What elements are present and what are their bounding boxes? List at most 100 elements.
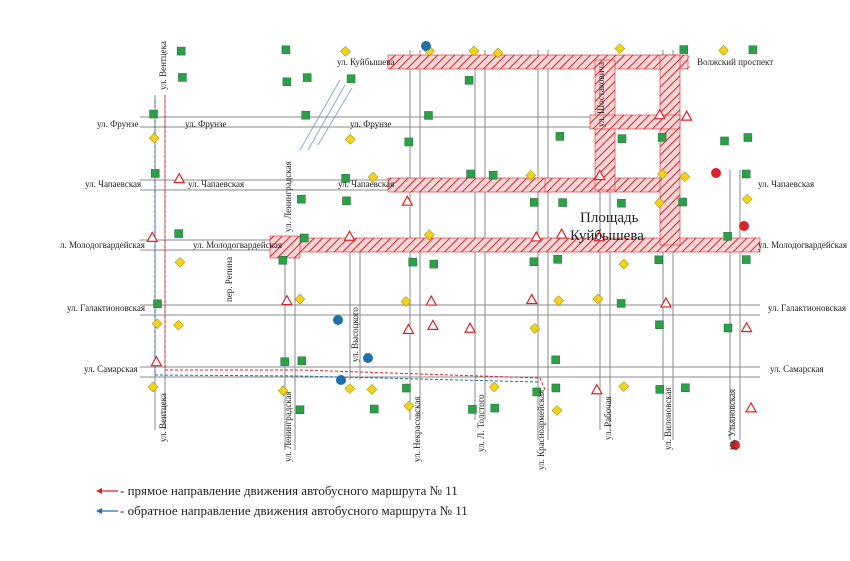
route-direct-line <box>164 95 546 391</box>
label-ulyanovskaya: ул. Ульяновская <box>727 389 737 450</box>
direction-sign-icon <box>748 45 758 54</box>
main-road-sign-icon <box>488 381 500 393</box>
label-volzhsky: Волжский проспект <box>697 57 773 67</box>
direction-sign-icon <box>723 323 733 333</box>
warning-sign-icon <box>680 109 693 121</box>
direction-sign-icon <box>488 171 498 180</box>
main-road-sign-icon <box>340 46 351 57</box>
hatched-zones <box>269 54 761 259</box>
direction-sign-icon <box>616 299 626 308</box>
direction-sign-icon <box>295 405 305 414</box>
label-galaktion-left: ул. Галактионовская <box>67 303 145 313</box>
direction-sign-icon <box>178 73 187 82</box>
main-road-sign-icon <box>367 171 379 183</box>
label-tolstogo: ул. Л. Толстого <box>476 394 486 452</box>
label-samarskaya-right: ул. Самарская <box>770 364 824 374</box>
main-road-sign-icon <box>147 381 159 393</box>
main-road-sign-icon <box>718 45 729 56</box>
hatched-zone <box>659 54 681 246</box>
legend-item-reverse: - обратное направление движения автобусн… <box>96 503 468 518</box>
hatched-zone <box>387 54 689 70</box>
direction-sign-icon <box>278 256 288 265</box>
warning-sign-icon <box>659 296 672 308</box>
main-road-sign-icon <box>344 134 356 145</box>
direction-sign-icon <box>300 233 309 243</box>
warning-sign-icon <box>464 322 477 333</box>
direction-sign-icon <box>617 198 626 208</box>
street-labels: ул. Куйбышева Волжский проспект ул. Фрун… <box>60 41 847 470</box>
warning-sign-icon <box>745 401 758 413</box>
warning-sign-icon <box>426 319 439 330</box>
main-road-sign-icon <box>592 293 604 305</box>
warning-sign-icon <box>590 383 603 395</box>
square-label-line1: Площадь <box>580 210 639 226</box>
main-road-sign-icon <box>529 322 541 334</box>
direction-sign-icon <box>346 74 356 83</box>
label-frunze-mid: ул. Фрунзе <box>350 119 391 129</box>
main-road-sign-icon <box>679 171 691 183</box>
hatched-zone <box>387 177 549 193</box>
square-label: Площадь Куйбышева <box>570 210 644 244</box>
direction-sign-icon <box>429 259 439 269</box>
direction-sign-icon <box>741 169 751 179</box>
label-galaktion-right: ул. Галактионовская <box>768 303 846 313</box>
direction-sign-icon <box>404 137 413 147</box>
label-nekrasovskaya: ул. Некрасовская <box>412 396 422 462</box>
main-road-sign-icon <box>468 45 480 57</box>
warning-sign-icon <box>740 321 753 333</box>
main-road-sign-icon <box>277 385 289 397</box>
direction-sign-icon <box>490 403 500 413</box>
label-vysotskogo: ул. Высоцкого <box>350 307 360 362</box>
direction-sign-icon <box>555 132 565 141</box>
direction-sign-icon <box>281 45 291 55</box>
warning-sign-icon <box>555 227 568 239</box>
label-chapaevskaya-right: ул. Чапаевская <box>758 179 814 189</box>
direction-sign-icon <box>742 255 751 264</box>
direction-sign-icon <box>558 198 567 207</box>
direction-sign-icon <box>408 257 417 267</box>
warning-sign-icon <box>173 172 186 184</box>
direction-sign-icon <box>551 355 560 365</box>
direction-sign-icon <box>655 320 664 330</box>
label-molodogvard-left: л. Молодогвардейская <box>60 240 145 250</box>
label-rabochaya: ул. Рабочая <box>603 396 613 440</box>
legend-arrowhead-reverse <box>96 508 102 514</box>
direction-sign-icon <box>743 133 753 142</box>
warning-sign-icon <box>150 355 163 367</box>
label-chapaevskaya-left2: ул. Чапаевская <box>188 179 244 189</box>
label-krasnoarm: ул. Красноармейская <box>536 390 546 470</box>
label-shostakovicha: ул. Шостаковича <box>596 62 606 127</box>
no-entry-sign-icon <box>730 440 740 450</box>
direction-sign-icon <box>657 133 667 142</box>
direction-sign-icon <box>342 196 351 206</box>
main-road-sign-icon <box>294 293 306 305</box>
direction-sign-icon <box>341 174 350 183</box>
main-road-sign-icon <box>173 319 184 331</box>
road-signs <box>146 41 758 450</box>
main-road-sign-icon <box>148 132 160 144</box>
label-frunze-left: ул. Фрунзе <box>97 119 138 129</box>
warning-sign-icon <box>593 230 606 242</box>
legend-item-direct: - прямое направление движения автобусног… <box>96 483 458 498</box>
square-label-line2: Куйбышева <box>570 228 644 244</box>
main-road-sign-icon <box>741 193 753 205</box>
mandatory-direction-sign-icon <box>336 375 346 385</box>
label-molodogvard-right: ул. Молодогвардейская <box>758 240 847 250</box>
main-road-sign-icon <box>151 318 163 329</box>
direction-sign-icon <box>297 356 307 366</box>
direction-sign-icon <box>617 134 627 143</box>
direction-sign-icon <box>464 76 474 85</box>
main-road-sign-icon <box>403 400 415 412</box>
warning-sign-icon <box>525 293 538 305</box>
direction-sign-icon <box>529 257 539 267</box>
main-road-sign-icon <box>423 229 435 241</box>
direction-sign-icon <box>681 383 690 393</box>
direction-sign-icon <box>153 299 162 309</box>
legend-text-reverse: - обратное направление движения автобусн… <box>120 503 468 518</box>
direction-sign-icon <box>466 169 475 179</box>
warning-sign-icon <box>425 294 438 306</box>
direction-sign-icon <box>655 385 665 394</box>
main-road-sign-icon <box>657 168 668 180</box>
warning-sign-icon <box>593 169 606 181</box>
